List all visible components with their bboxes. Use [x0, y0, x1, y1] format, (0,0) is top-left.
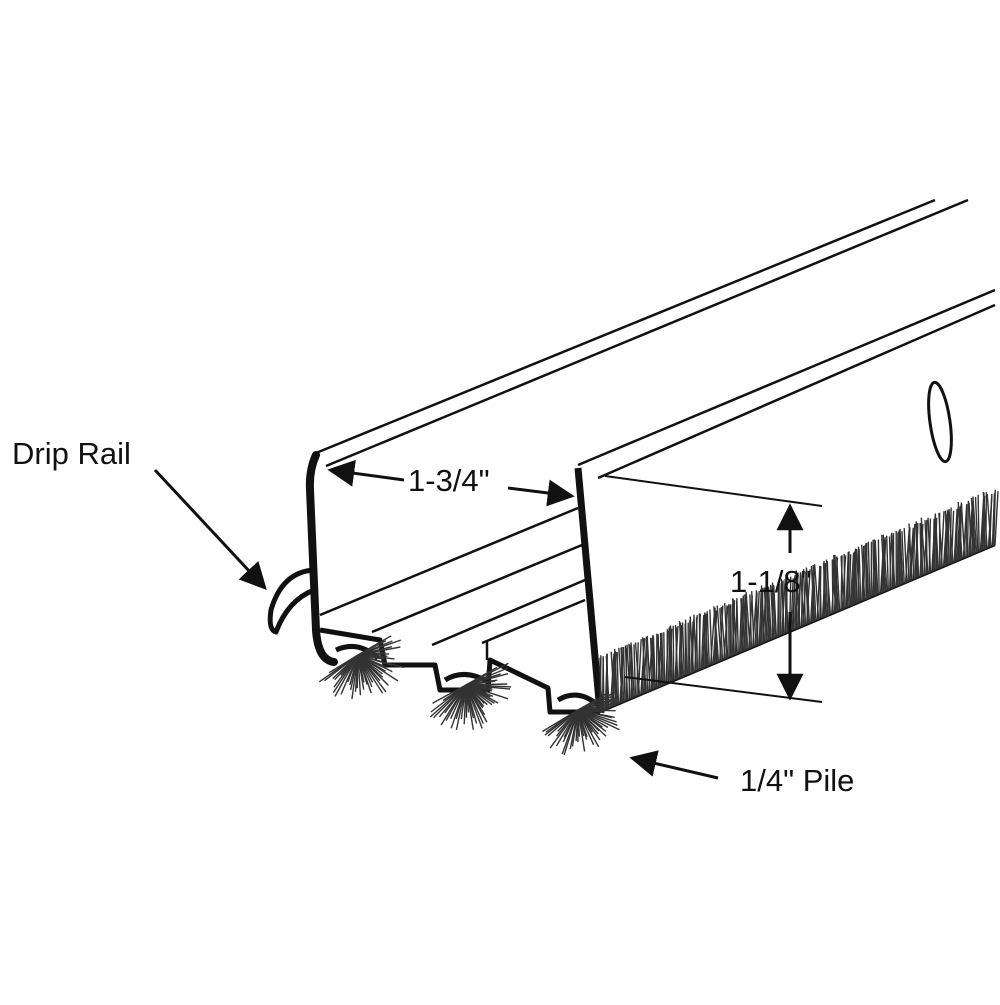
pile-bristle [697, 617, 698, 671]
height-extension-top [605, 476, 822, 506]
drip-rail-label: Drip Rail [12, 436, 131, 471]
height-label: 1-1/8" [730, 564, 812, 599]
pile-bristle [664, 632, 665, 685]
width-arrow-left [330, 470, 404, 480]
pile-bristle [673, 626, 674, 681]
pile-bristle [710, 610, 712, 665]
top-face [316, 200, 995, 478]
pile-bristle [844, 554, 845, 609]
pile-bristle [873, 540, 874, 597]
pile-label: 1/4" Pile [740, 763, 854, 798]
pile-bristle [603, 658, 604, 711]
drip-rail-callout: Drip Rail [12, 436, 265, 588]
width-label: 1-3/4" [408, 463, 490, 498]
pile-bristle [737, 601, 738, 654]
drip-rail-arrow [155, 470, 265, 588]
mounting-slot [925, 381, 956, 463]
pile-bristle [732, 604, 733, 656]
pile-bristle [878, 540, 879, 595]
pile-bristle [699, 613, 700, 669]
pile-arrow [632, 758, 718, 778]
pile-bristle [948, 511, 949, 564]
pile-bristle [967, 501, 968, 557]
width-dimension: 1-3/4" [330, 463, 572, 498]
width-arrow-right [508, 488, 572, 496]
pile-brushes [319, 490, 998, 755]
pile-callout: 1/4" Pile [632, 758, 854, 798]
pile-bristle [978, 495, 979, 552]
pile-bristle [966, 505, 967, 557]
